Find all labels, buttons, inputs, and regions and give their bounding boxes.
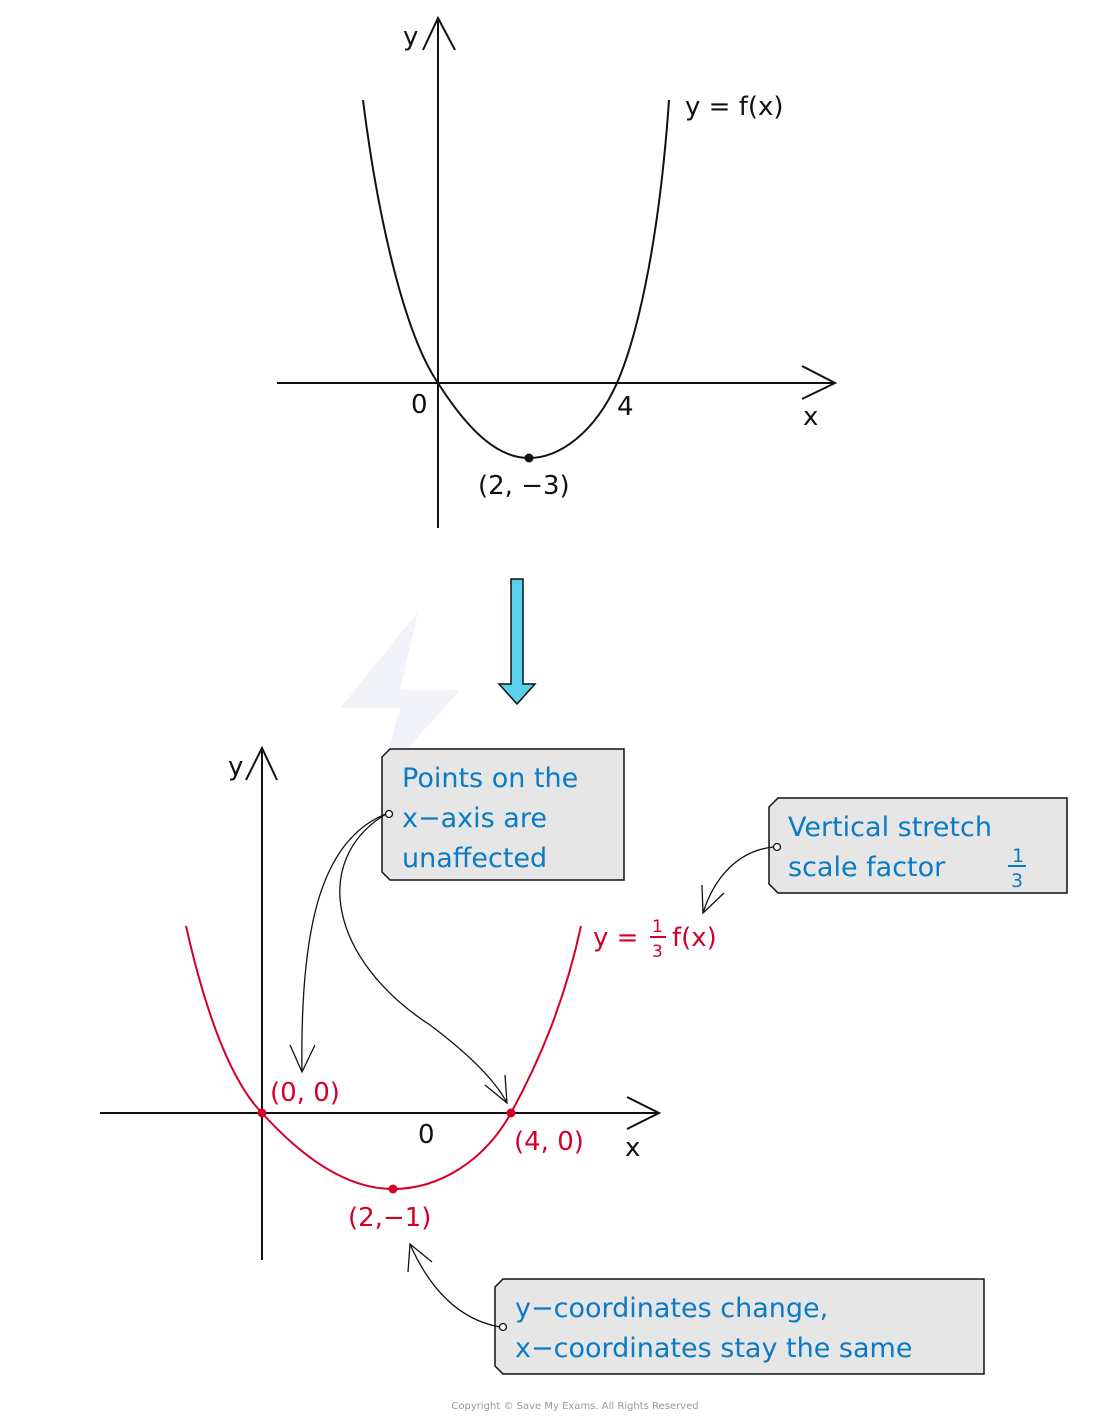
transform-arrow-icon <box>497 578 537 706</box>
svg-text:f(x): f(x) <box>672 923 717 953</box>
top-vertex-point <box>524 453 534 463</box>
svg-text:1: 1 <box>652 917 663 937</box>
top-root-label: 4 <box>617 392 634 422</box>
top-x-arrowhead <box>801 365 838 400</box>
bottom-curve-label: y = 1 3 f(x) <box>593 917 717 962</box>
copyright-text: Copyright © Save My Exams. All Rights Re… <box>451 1401 698 1412</box>
label-origin-point: (0, 0) <box>270 1078 340 1108</box>
bottom-y-label: y <box>228 752 243 782</box>
bottom-x-label: x <box>625 1133 640 1163</box>
label-root-point: (4, 0) <box>514 1127 584 1157</box>
svg-text:3: 3 <box>652 942 663 962</box>
top-y-label: y <box>403 22 418 52</box>
callout-coordinates: y−coordinates change, x−coordinates stay… <box>407 1242 985 1375</box>
watermark-logo <box>340 612 460 780</box>
svg-text:y =: y = <box>593 923 638 953</box>
svg-text:1: 1 <box>1012 845 1024 867</box>
top-y-arrowhead <box>422 15 456 51</box>
label-vertex-point: (2,−1) <box>348 1203 431 1233</box>
callout-x-axis: Points on the x−axis are unaffected <box>289 748 625 1105</box>
svg-text:scale factor: scale factor <box>788 852 946 883</box>
top-curve-label: y = f(x) <box>685 92 784 122</box>
callout-stretch: Vertical stretch scale factor 1 3 <box>701 797 1068 915</box>
top-origin-label: 0 <box>411 390 428 420</box>
svg-text:x−coordinates stay the same: x−coordinates stay the same <box>515 1333 912 1364</box>
bottom-origin-label: 0 <box>418 1120 435 1150</box>
point-vertex <box>388 1184 398 1194</box>
top-graph: y x 0 4 y = f(x) (2, −3) <box>277 15 838 528</box>
svg-text:3: 3 <box>1011 870 1023 892</box>
point-root <box>506 1108 516 1118</box>
bottom-x-arrowhead <box>626 1096 662 1130</box>
svg-text:y−coordinates change,: y−coordinates change, <box>515 1293 828 1324</box>
svg-text:Vertical stretch: Vertical stretch <box>788 812 992 843</box>
point-origin <box>257 1108 267 1118</box>
bottom-y-arrowhead <box>245 745 278 781</box>
top-x-label: x <box>803 402 818 432</box>
top-vertex-label: (2, −3) <box>478 471 570 501</box>
svg-text:unaffected: unaffected <box>402 843 547 874</box>
svg-text:x−axis are: x−axis are <box>402 803 547 834</box>
svg-text:Points on the: Points on the <box>402 763 578 794</box>
bottom-graph: y x 0 (0, 0) (4, 0) (2,−1) y = 1 3 f(x) <box>100 745 717 1260</box>
